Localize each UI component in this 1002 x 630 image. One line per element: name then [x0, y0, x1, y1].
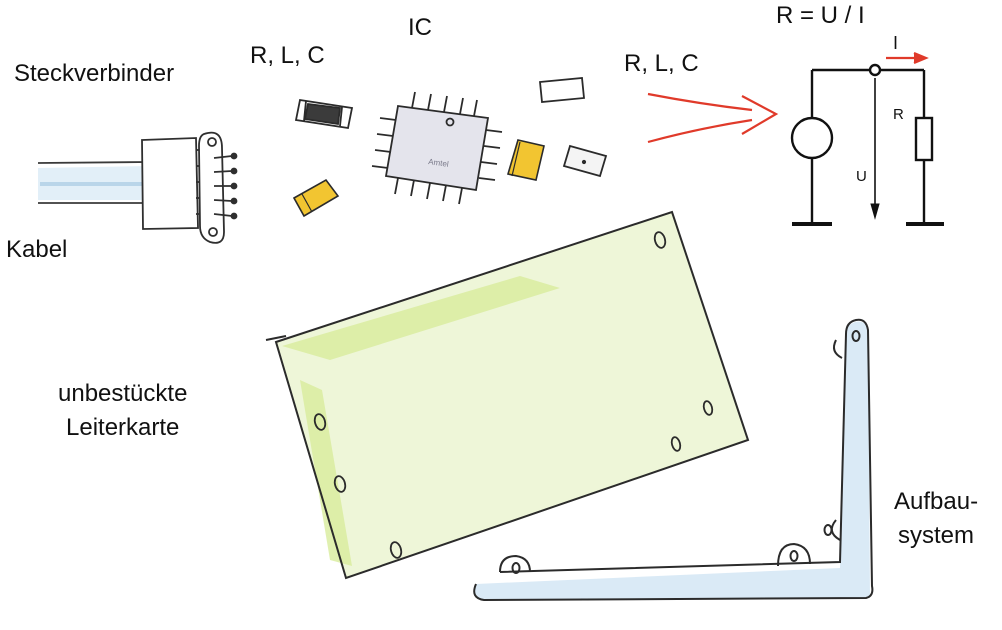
- resistor-icon: [562, 144, 608, 178]
- voltage-source-icon: [790, 116, 834, 160]
- label-board-line2: Leiterkarte: [66, 414, 180, 441]
- mounting-bracket-icon: [473, 318, 874, 602]
- label-board-line1: unbestückte: [58, 380, 188, 407]
- red-arrow-icon: [647, 92, 779, 144]
- capacitor-icon: [506, 139, 545, 181]
- label-aufbau-line2: system: [898, 522, 975, 549]
- label-rlc-components: R, L, C: [250, 42, 325, 69]
- resistor-icon: [294, 98, 354, 130]
- label-steckverbinder: Steckverbinder: [14, 60, 175, 87]
- ic-chip-icon: Amtel: [371, 91, 503, 205]
- label-current: I: [893, 33, 899, 53]
- label-formula: R = U / I: [776, 2, 865, 29]
- current-arrow-icon: [886, 51, 929, 65]
- svg-text:Amtel: Amtel: [428, 157, 450, 169]
- inductor-icon: [539, 77, 585, 103]
- pcb-board-icon: [265, 210, 750, 580]
- resistor-symbol: [914, 116, 934, 162]
- label-aufbau-line1: Aufbau-: [894, 488, 979, 515]
- circuit-diagram: [790, 63, 944, 226]
- connector-icon: [141, 131, 238, 244]
- label-ic: IC: [408, 14, 432, 41]
- cable-icon: [37, 161, 151, 204]
- label-rlc-arrow: R, L, C: [624, 50, 699, 77]
- label-kabel: Kabel: [6, 236, 68, 263]
- label-resistor: R: [893, 106, 904, 123]
- capacitor-icon: [292, 178, 340, 218]
- label-voltage: U: [856, 168, 867, 185]
